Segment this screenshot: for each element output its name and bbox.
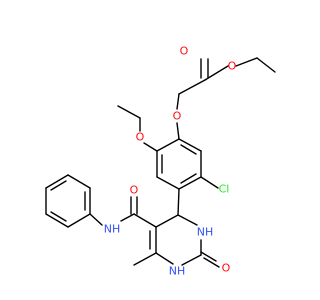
- bond-dhp-c5-c4: [155, 214, 179, 228]
- bond-carbonyl-ch2: [178, 79, 206, 95]
- bond-dhp-c4-n3: [177, 214, 198, 226]
- bond-ph-2: [67, 174, 91, 189]
- bond-ph-inner-b: [50, 180, 67, 191]
- bond-ether-o-ring: [176, 122, 180, 140]
- bond-ring-inner-b: [180, 173, 197, 184]
- bond-ch2-ether-o: [176, 93, 180, 110]
- atom-label-layer: O O O O Cl O NH NH NH O: [104, 45, 237, 278]
- atom-ester-o: O: [228, 60, 237, 73]
- bond-ring-c4-dhp: [177, 188, 180, 216]
- bond-amide-c-n: [120, 213, 135, 222]
- bond-n-phenyl: [89, 213, 103, 226]
- atom-ring-nh-upper: NH: [197, 226, 214, 239]
- atom-cl: Cl: [219, 183, 230, 196]
- bond-ph-5: [45, 213, 69, 228]
- bond-ester-ethyl-ch3: [256, 57, 276, 73]
- bond-ph-3: [45, 174, 69, 189]
- bond-urea-co-a: [200, 251, 217, 262]
- bond-methyl: [133, 252, 157, 266]
- bond-ring-inner-a: [180, 144, 197, 155]
- molecule-structure-diagram: O O O O Cl O NH NH NH O: [45, 45, 276, 278]
- atom-ethoxy-o: O: [136, 131, 145, 144]
- bond-ethoxy-ch2-ch3: [117, 105, 141, 119]
- bond-ring-c1-c2: [178, 138, 202, 152]
- bond-ph-inner-c: [50, 211, 67, 222]
- atom-amide-nh: NH: [104, 223, 121, 236]
- bond-ring-cl: [200, 176, 219, 189]
- bond-ring-ethoxy-o: [143, 142, 158, 152]
- bond-urea-co-b: [203, 257, 220, 268]
- atom-ether-o: O: [173, 110, 182, 123]
- bond-ring-c6-c1: [156, 138, 180, 152]
- bond-c5-amide-c: [133, 213, 157, 228]
- bond-ester-ethyl-ch2: [235, 57, 258, 67]
- bond-ring-c3-c4: [178, 176, 202, 190]
- bond-ring-c4-c5: [156, 176, 180, 190]
- atom-urea-o: O: [222, 262, 231, 275]
- bond-ph-6: [67, 213, 91, 228]
- atom-ring-nh-lower: NH: [169, 265, 186, 278]
- atom-ester-carbonyl-o: O: [180, 45, 189, 58]
- bond-dhp-c2-n1: [181, 254, 202, 266]
- bond-layer: [45, 57, 276, 268]
- bond-ester-o-ch2: [204, 65, 229, 81]
- bond-dhp-n1-c6: [155, 252, 174, 265]
- atom-amide-o: O: [130, 184, 139, 197]
